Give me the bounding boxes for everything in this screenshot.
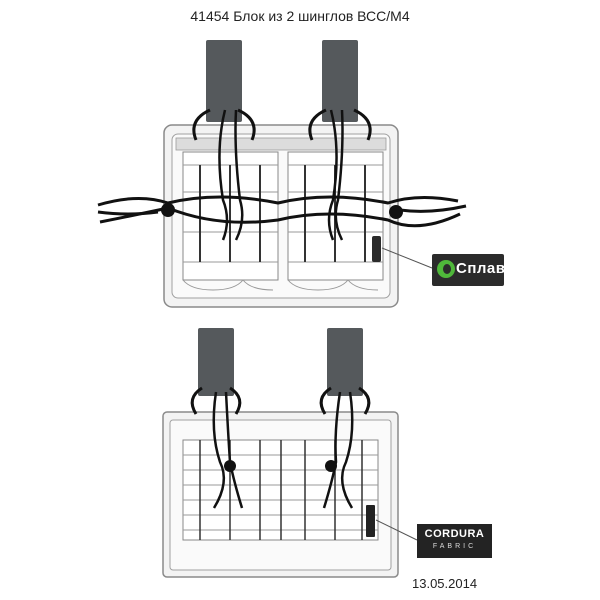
- top-label-tag: [372, 236, 381, 262]
- bottom-cords: [212, 391, 354, 509]
- top-strap-left: [206, 40, 242, 122]
- bottom-strap-loops: [190, 386, 371, 415]
- bottom-leader-line: [375, 519, 418, 541]
- top-bottom-scallops: [182, 279, 379, 291]
- top-leader-line: [381, 247, 433, 269]
- top-cords: [218, 109, 344, 241]
- bottom-view: [162, 328, 418, 578]
- top-panel-band: [175, 137, 387, 151]
- cordura-logo: CORDURA FABRIC: [417, 524, 492, 558]
- top-horizontal-cords: [97, 195, 467, 228]
- bottom-knot-right: [325, 460, 337, 472]
- top-knot-right: [389, 205, 403, 219]
- diagram-title: 41454 Блок из 2 шинглов ВСС/М4: [190, 8, 410, 24]
- diagram-date: 13.05.2014: [412, 576, 478, 591]
- cordura-logo-text: CORDURA: [424, 528, 485, 540]
- bottom-knot-left: [224, 460, 236, 472]
- top-strap-right: [322, 40, 358, 122]
- splav-logo-mark-icon: [437, 260, 455, 278]
- top-strap-loops: [192, 108, 372, 141]
- splav-logo-text: Сплав: [456, 260, 506, 277]
- cordura-logo-fabric: FABRIC: [432, 543, 477, 550]
- bottom-strap-left: [198, 328, 234, 396]
- top-view: [97, 40, 467, 308]
- bottom-strap-right: [327, 328, 363, 396]
- splav-logo: Сплав: [432, 254, 506, 286]
- bottom-label-tag: [366, 505, 375, 537]
- top-knot-left: [161, 203, 175, 217]
